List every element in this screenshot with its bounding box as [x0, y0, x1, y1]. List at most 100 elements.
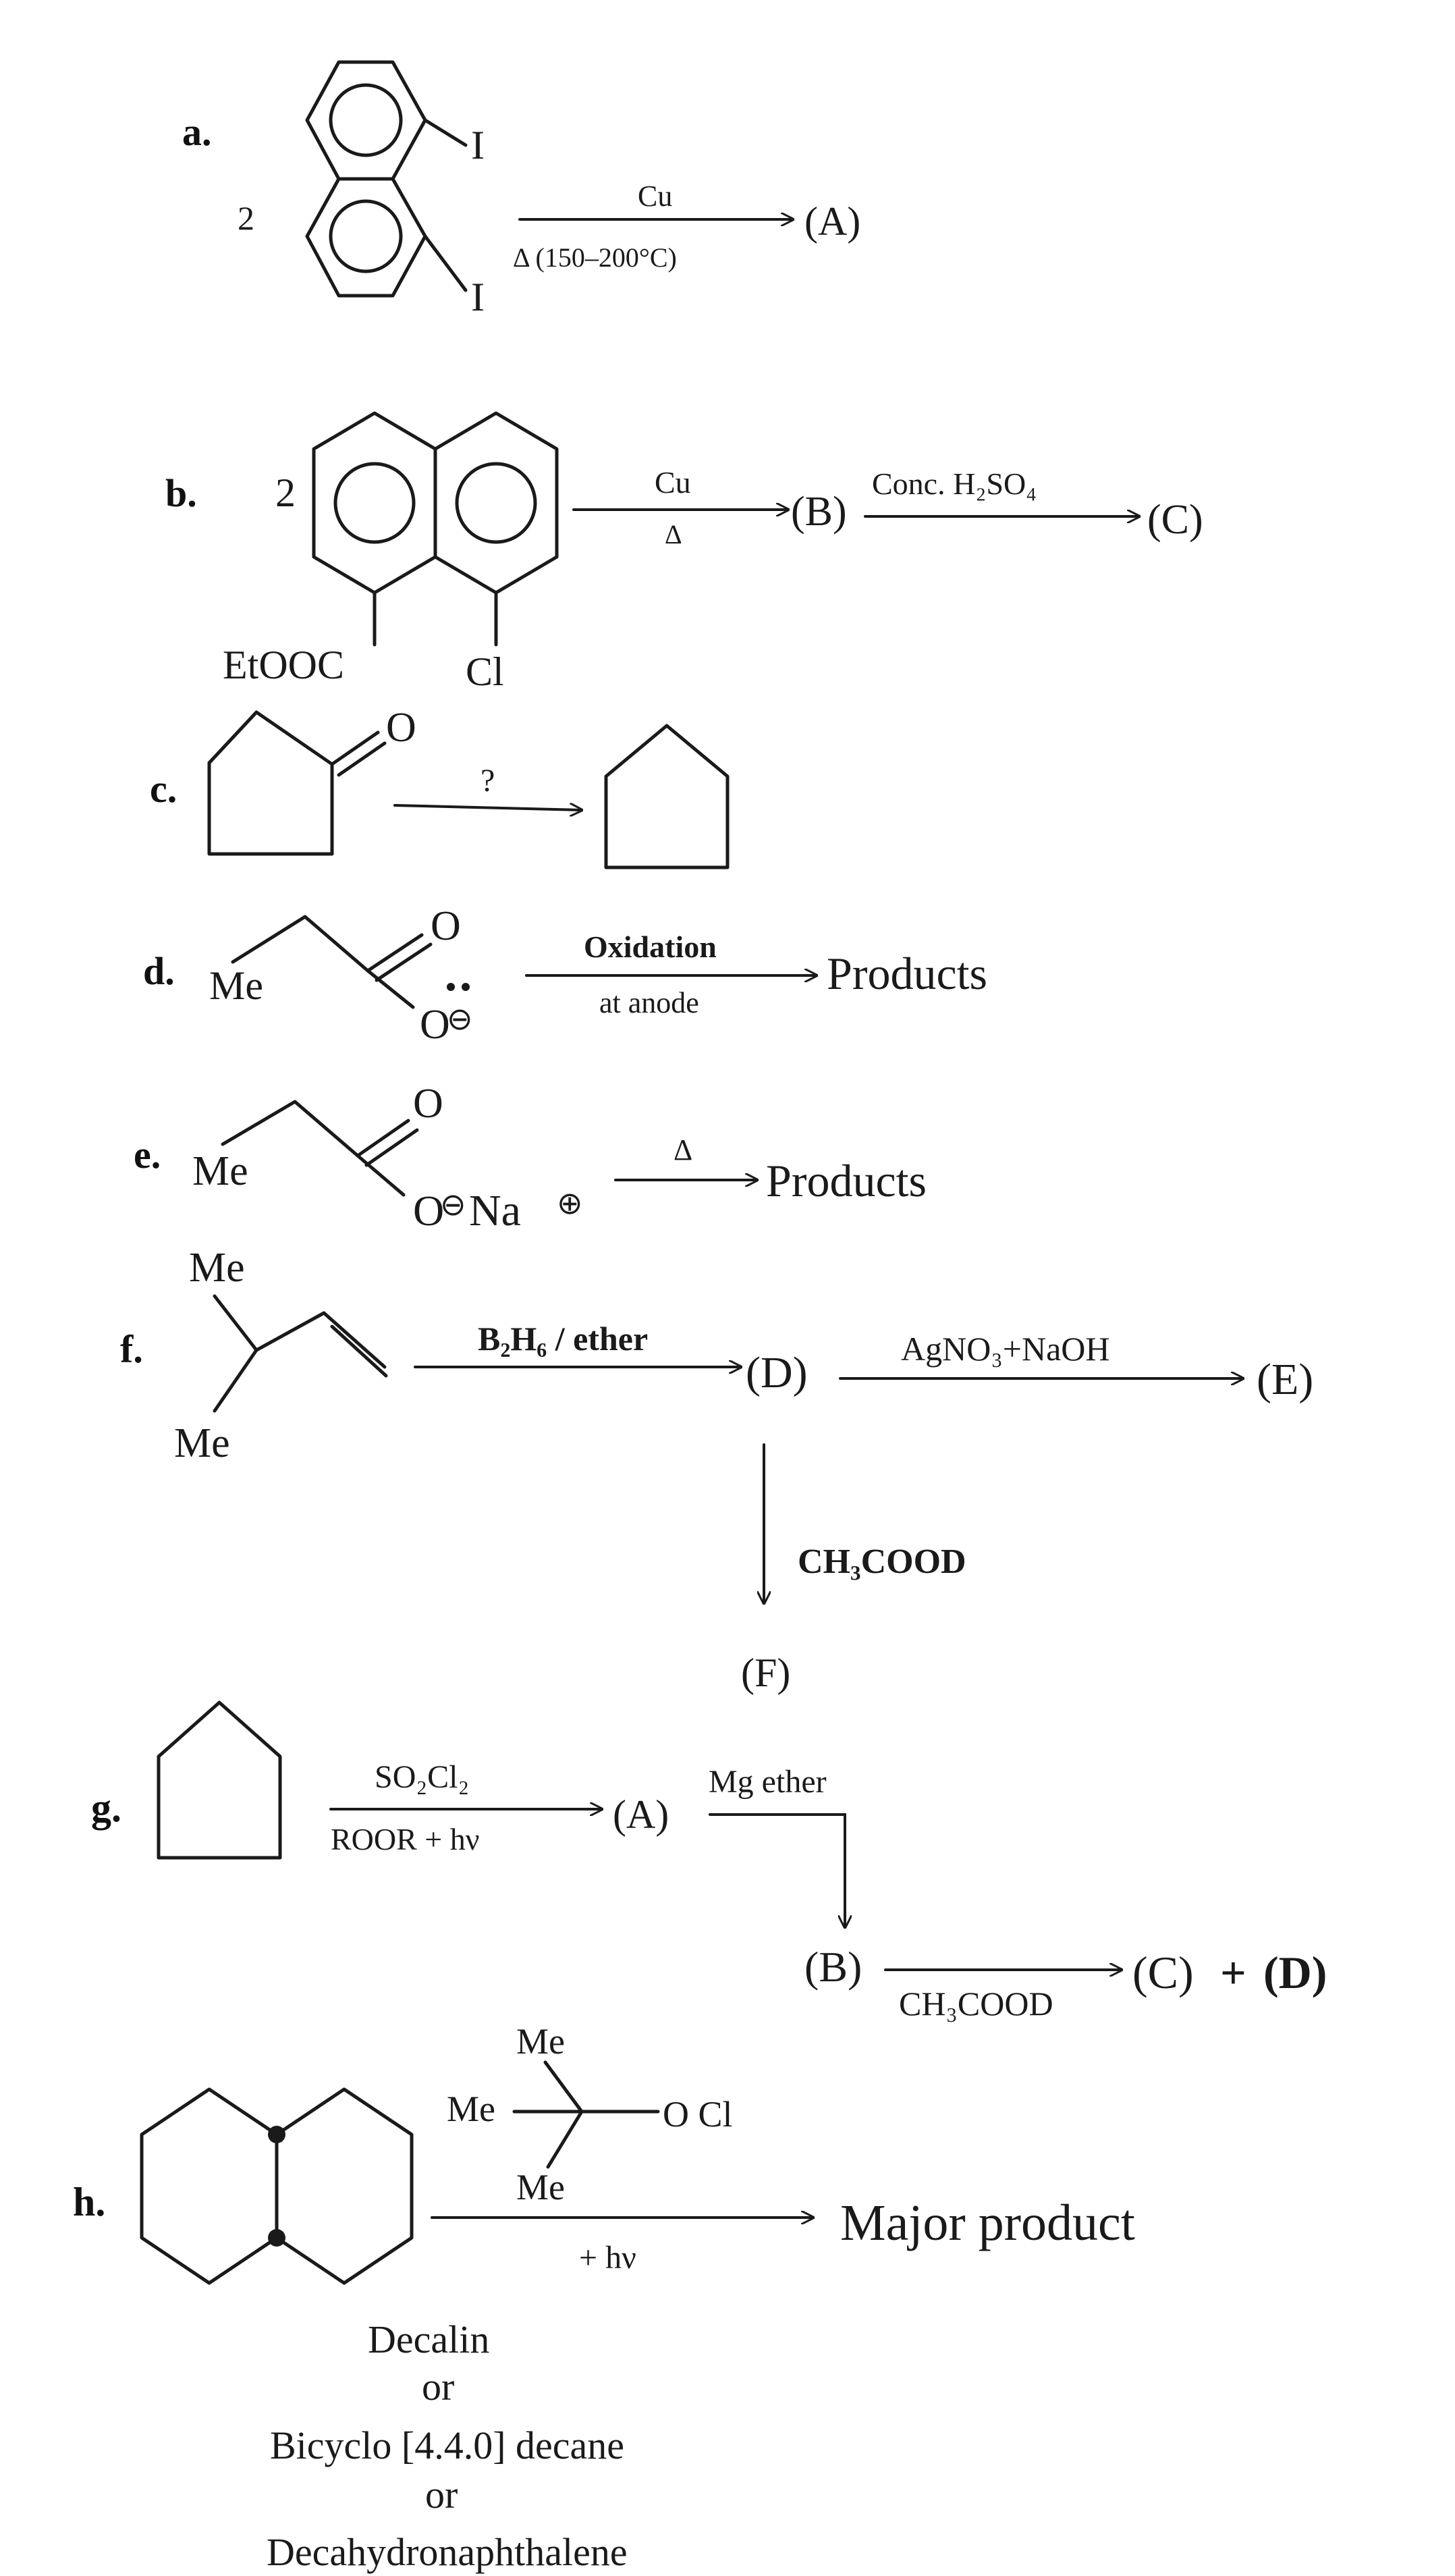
reaction-e-anion-oxygen: O — [413, 1187, 444, 1235]
naphthalene-ring-upper — [305, 60, 427, 181]
reaction-e-condition: Δ — [674, 1133, 692, 1166]
aromatic-circle-left — [333, 462, 416, 544]
reaction-g-arrow-2 — [709, 1813, 845, 1929]
reagent-methyl-bottom: Me — [516, 2167, 565, 2207]
reaction-b-product: (C) — [1147, 497, 1203, 543]
reagent-bond-top — [543, 2060, 584, 2114]
reaction-g-reagent-3: CH₃COOD — [899, 1985, 1053, 2022]
reagent-bond-bottom — [546, 2110, 584, 2169]
reaction-f-3-methylbutene — [213, 1294, 388, 1413]
naphthalene-ring-lower — [305, 177, 427, 298]
reaction-e-cation-charge: ⊕ — [557, 1186, 583, 1220]
reaction-f-label: f. — [120, 1327, 143, 1371]
reaction-e-sodium-propanoate — [221, 1100, 419, 1197]
vinyl-single-bond — [254, 1311, 326, 1352]
vinyl-double-bond-2 — [330, 1324, 388, 1378]
naphthalene-ring-right — [433, 411, 559, 595]
lone-pair-dot-2 — [462, 983, 470, 991]
reaction-a-coefficient: 2 — [238, 199, 254, 237]
carbonyl-bond-1 — [366, 933, 424, 973]
reaction-h-decalin — [140, 2087, 414, 2285]
reaction-b-ester-group: EtOOC — [223, 643, 344, 687]
reaction-h-or-2: or — [425, 2473, 458, 2517]
reaction-d-methyl: Me — [209, 963, 263, 1008]
reaction-h-or-1: or — [422, 2365, 454, 2409]
reaction-g-label: g. — [91, 1786, 121, 1830]
reaction-f-intermediate: (D) — [746, 1348, 808, 1397]
reaction-b: b. 2 EtOOC Cl Cu Δ (B) Conc. H₂SO₄ (C) — [165, 411, 1203, 694]
reaction-b-chlorine: Cl — [466, 649, 504, 694]
decalin-ring-right — [275, 2087, 414, 2285]
naphthalene-ring-left — [312, 411, 437, 595]
c-o-single-bond — [356, 1154, 406, 1197]
reaction-a-reagent: Cu — [638, 180, 672, 213]
reaction-a-iodine-lower: I — [471, 275, 485, 319]
carbonyl-bond-1 — [330, 730, 380, 766]
reaction-e-oxygen: O — [413, 1081, 443, 1127]
bridgehead-hydrogen-dot-top — [268, 2126, 285, 2143]
reaction-g-intermediate-2: (B) — [804, 1943, 862, 1991]
reaction-g-cyclopentane — [157, 1700, 282, 1860]
c-i-bond-lower — [423, 234, 468, 292]
reaction-g-reagent-2: Mg ether — [709, 1764, 827, 1800]
reaction-e: e. Me O O ⊖ Na ⊕ Δ Products — [134, 1081, 927, 1235]
reaction-d-condition: at anode — [599, 986, 699, 1019]
reaction-h-condition: + hν — [579, 2240, 636, 2276]
carbonyl-bond-1 — [356, 1119, 410, 1158]
reaction-a-iodine-upper: I — [471, 123, 485, 167]
reaction-b-condition-1: Δ — [665, 519, 682, 549]
reaction-f: f. Me Me B₂H₆ / ether (D) AgNO₃+NaOH (E)… — [120, 1245, 1313, 1695]
reaction-h-product: Major product — [840, 2195, 1135, 2251]
reaction-h-name-2: Bicyclo [4.4.0] decane — [270, 2423, 624, 2467]
reaction-d-label: d. — [143, 949, 175, 993]
reaction-h-label: h. — [73, 2180, 105, 2224]
carbonyl-bond-2 — [337, 741, 387, 777]
reaction-a-product: (A) — [804, 199, 860, 244]
reaction-a-label: a. — [182, 110, 212, 154]
reaction-h-name-3: Decahydronaphthalene — [267, 2530, 628, 2574]
reaction-f-reagent-1: B₂H₆ / ether — [478, 1320, 648, 1358]
reaction-d-propanoate — [231, 915, 470, 1009]
methyl-bond-bottom — [213, 1348, 258, 1413]
reagent-methyl-left: Me — [447, 2089, 495, 2129]
reaction-h-name-1: Decalin — [368, 2317, 489, 2361]
reaction-a-condition: Δ (150–200°C) — [513, 242, 677, 273]
propanoate-chain — [221, 1100, 360, 1158]
reaction-c-cyclopentane — [604, 724, 730, 869]
aromatic-circle-upper — [329, 83, 403, 157]
reaction-c-reagent: ? — [481, 763, 495, 799]
reaction-c-oxygen: O — [386, 705, 416, 751]
c-i-bond-upper — [423, 118, 468, 147]
cyclopentanone-ring — [207, 710, 334, 856]
reaction-c-arrow — [393, 805, 582, 810]
reaction-b-reagent-1: Cu — [655, 465, 691, 500]
reaction-d-product: Products — [827, 948, 987, 999]
reaction-h: h. Me Me Me O Cl + hν Major product Deca… — [73, 2021, 1135, 2574]
reaction-b-coefficient: 2 — [275, 471, 296, 515]
reaction-g-condition-1: ROOR + hν — [331, 1822, 480, 1856]
c-o-single-bond — [366, 969, 415, 1009]
aromatic-circle-right — [455, 462, 537, 544]
propanoate-chain — [231, 915, 370, 973]
decalin-ring-left — [140, 2087, 279, 2285]
reaction-c-cyclopentanone — [207, 710, 387, 856]
reaction-g-reagent-1: SO₂Cl₂ — [375, 1759, 469, 1795]
reaction-c: c. O ? — [150, 705, 730, 869]
reaction-e-label: e. — [134, 1133, 161, 1177]
carbonyl-bond-2 — [364, 1128, 419, 1167]
reaction-a: a. 2 I I Cu Δ (150–200°C) (A) — [182, 60, 860, 319]
reaction-g-intermediate-1: (A) — [613, 1792, 669, 1837]
reaction-c-label: c. — [150, 767, 177, 811]
methyl-bond-top — [213, 1294, 258, 1352]
carbonyl-bond-2 — [375, 942, 433, 982]
reagent-hypochlorite: O Cl — [663, 2094, 733, 2135]
reaction-b-reagent-2: Conc. H₂SO₄ — [872, 466, 1037, 501]
reaction-b-label: b. — [165, 471, 197, 515]
reaction-e-methyl: Me — [192, 1148, 248, 1194]
reaction-d-anion-charge: ⊖ — [447, 1002, 473, 1036]
reagent-methyl-top: Me — [516, 2021, 565, 2062]
reaction-g-plus: + — [1220, 1947, 1246, 1998]
reaction-f-product-1: (E) — [1257, 1355, 1313, 1404]
reaction-f-reagent-2: AgNO₃+NaOH — [901, 1330, 1109, 1368]
